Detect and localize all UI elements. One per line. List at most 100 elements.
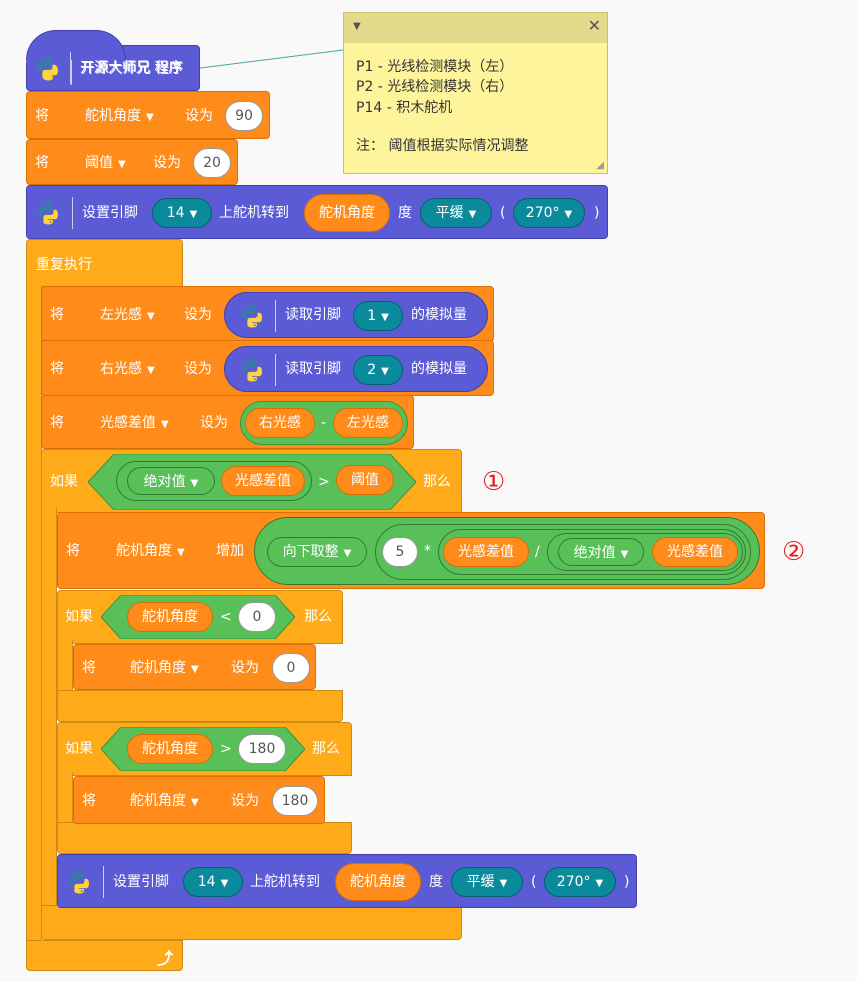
- variable-dropdown[interactable]: 舵机角度▼: [130, 793, 199, 809]
- pin-dropdown[interactable]: 14▼: [183, 867, 243, 897]
- caret-down-icon: ▼: [147, 365, 155, 376]
- angle-variable-reporter[interactable]: 舵机角度: [304, 194, 390, 232]
- set-diff-block[interactable]: 将 光感差值▼ 设为 右光感 - 左光感: [41, 395, 414, 449]
- then-label: 那么: [312, 741, 340, 757]
- set-variable-block[interactable]: 将 舵机角度▼ 设为 90: [26, 91, 270, 139]
- forever-footer: ⤴: [26, 940, 183, 971]
- caret-down-icon[interactable]: ▼: [353, 21, 361, 32]
- value-input[interactable]: 0: [272, 653, 310, 683]
- caret-down-icon: ▼: [191, 664, 199, 675]
- block-label: 设为: [184, 307, 212, 323]
- variable-reporter[interactable]: 光感差值: [652, 537, 738, 567]
- multiply-operator[interactable]: 5 * 光感差值 / 绝对值▼ 光感差值: [375, 524, 751, 580]
- variable-dropdown[interactable]: 右光感▼: [100, 361, 155, 377]
- caret-down-icon: ▼: [343, 548, 352, 559]
- block-label: 设置引脚: [113, 874, 169, 890]
- operator-symbol: *: [424, 543, 431, 559]
- forever-block[interactable]: 重复执行: [26, 239, 183, 289]
- abs-function-reporter[interactable]: 绝对值▼ 光感差值: [547, 533, 743, 571]
- abs-function-reporter[interactable]: 绝对值▼ 光感差值: [116, 461, 312, 501]
- variable-dropdown[interactable]: 舵机角度▼: [116, 543, 185, 559]
- angle-variable-reporter[interactable]: 舵机角度: [335, 863, 421, 901]
- python-icon: [34, 55, 60, 81]
- variable-reporter[interactable]: 阈值: [336, 465, 394, 495]
- value-input[interactable]: 20: [193, 148, 231, 178]
- set-right-light-block[interactable]: 将 右光感▼ 设为 读取引脚 2▼ 的模拟量: [41, 340, 494, 396]
- variable-dropdown[interactable]: 舵机角度▼: [85, 108, 154, 124]
- comment-note[interactable]: ▼ ✕ P1 - 光线检测模块（左） P2 - 光线检测模块（右） P14 - …: [343, 12, 608, 174]
- operator-symbol: >: [318, 474, 330, 490]
- then-label: 那么: [423, 474, 451, 490]
- read-analog-reporter[interactable]: 读取引脚 1▼ 的模拟量: [224, 292, 488, 338]
- read-analog-reporter[interactable]: 读取引脚 2▼ 的模拟量: [224, 346, 488, 392]
- value-input[interactable]: 180: [272, 786, 318, 816]
- close-icon[interactable]: ✕: [587, 16, 601, 35]
- variable-reporter[interactable]: 左光感: [333, 408, 403, 438]
- caret-down-icon: ▼: [564, 209, 573, 220]
- python-icon: [66, 869, 92, 895]
- variable-reporter[interactable]: 光感差值: [443, 537, 529, 567]
- set-left-light-block[interactable]: 将 左光感▼ 设为 读取引脚 1▼ 的模拟量: [41, 286, 494, 342]
- servo-block[interactable]: 设置引脚 14▼ 上舵机转到 舵机角度 度 平缓▼ ( 270°▼ ): [26, 185, 608, 239]
- subtract-operator[interactable]: 右光感 - 左光感: [240, 401, 408, 445]
- if-label: 如果: [65, 609, 93, 625]
- if-label: 如果: [50, 474, 78, 490]
- variable-reporter[interactable]: 舵机角度: [127, 602, 213, 632]
- speed-dropdown[interactable]: 平缓▼: [451, 867, 523, 897]
- annotation-marker: ①: [482, 467, 506, 497]
- caret-down-icon: ▼: [146, 112, 154, 123]
- resize-grip-icon[interactable]: ◢: [596, 160, 604, 171]
- caret-down-icon: ▼: [595, 878, 604, 889]
- pin-dropdown[interactable]: 2▼: [353, 355, 403, 385]
- function-dropdown[interactable]: 向下取整▼: [267, 537, 367, 567]
- if-label: 如果: [65, 741, 93, 757]
- set-variable-block[interactable]: 将 舵机角度▼ 设为 180: [73, 776, 325, 824]
- number-input[interactable]: 0: [238, 602, 276, 632]
- value-input[interactable]: 90: [225, 101, 263, 131]
- pin-dropdown[interactable]: 1▼: [353, 301, 403, 331]
- variable-dropdown[interactable]: 光感差值▼: [100, 415, 169, 431]
- block-label: 将: [50, 361, 64, 377]
- block-label: 将: [82, 793, 96, 809]
- block-label: 将: [35, 155, 49, 171]
- range-dropdown[interactable]: 270°▼: [544, 867, 616, 897]
- block-label: 度: [398, 205, 412, 221]
- variable-dropdown[interactable]: 阈值▼: [85, 155, 126, 171]
- function-dropdown[interactable]: 绝对值▼: [558, 538, 644, 566]
- caret-down-icon: ▼: [147, 311, 155, 322]
- block-label: 设为: [231, 660, 259, 676]
- operator-symbol: -: [321, 415, 327, 431]
- event-label: 开源大师兄 程序: [80, 60, 183, 76]
- variable-reporter[interactable]: 右光感: [245, 408, 315, 438]
- speed-dropdown[interactable]: 平缓▼: [420, 198, 492, 228]
- range-dropdown[interactable]: 270°▼: [513, 198, 585, 228]
- function-dropdown[interactable]: 绝对值▼: [127, 467, 215, 495]
- comment-line: P1 - 光线检测模块（左）: [356, 59, 514, 75]
- divide-operator[interactable]: 光感差值 / 绝对值▼ 光感差值: [438, 529, 746, 575]
- servo-block[interactable]: 设置引脚 14▼ 上舵机转到 舵机角度 度 平缓▼ ( 270°▼ ): [57, 854, 637, 908]
- then-label: 那么: [304, 609, 332, 625]
- caret-down-icon: ▼: [118, 159, 126, 170]
- variable-dropdown[interactable]: 左光感▼: [100, 307, 155, 323]
- python-icon: [239, 303, 265, 329]
- comment-header[interactable]: ▼ ✕: [344, 13, 607, 43]
- variable-reporter[interactable]: 舵机角度: [127, 734, 213, 764]
- block-label: 设为: [184, 361, 212, 377]
- set-variable-block[interactable]: 将 阈值▼ 设为 20: [26, 139, 238, 185]
- forever-arm: [26, 285, 42, 945]
- block-label: ): [594, 205, 600, 221]
- comment-line: P14 - 积木舵机: [356, 100, 453, 116]
- number-input[interactable]: 180: [238, 734, 286, 764]
- if-block-3-footer: [57, 822, 352, 854]
- number-input[interactable]: 5: [382, 537, 418, 567]
- operator-symbol: <: [220, 609, 232, 625]
- caret-down-icon: ▼: [381, 312, 389, 323]
- if-block-2-arm: [57, 640, 73, 692]
- change-variable-block[interactable]: 将 舵机角度▼ 增加 向下取整▼ 5 * 光感差值 / 绝对值▼ 光感差值: [57, 512, 765, 589]
- floor-function-reporter[interactable]: 向下取整▼ 5 * 光感差值 / 绝对值▼ 光感差值: [254, 517, 760, 585]
- pin-dropdown[interactable]: 14▼: [152, 198, 212, 228]
- set-variable-block[interactable]: 将 舵机角度▼ 设为 0: [73, 644, 316, 690]
- variable-reporter[interactable]: 光感差值: [221, 466, 305, 496]
- variable-dropdown[interactable]: 舵机角度▼: [130, 660, 199, 676]
